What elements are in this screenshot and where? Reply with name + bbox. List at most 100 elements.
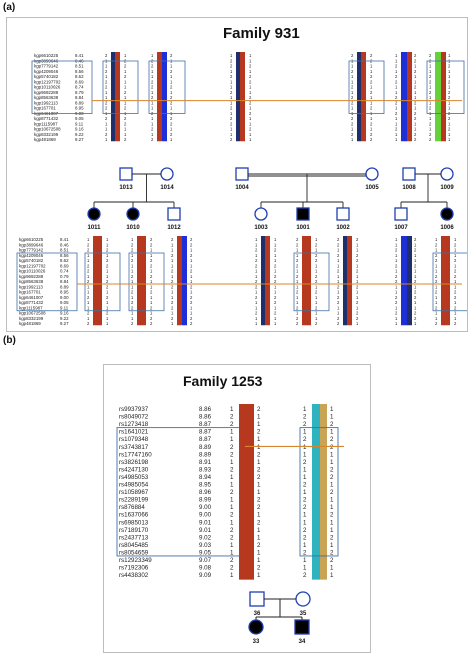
bottom-right-allele: 2: [356, 300, 359, 305]
marker-top-pos: 8.69: [75, 79, 84, 84]
marker-name: rs9937937: [119, 406, 149, 413]
mother-left-allele: 1: [303, 489, 307, 496]
marker-bottom-pos: 8.41: [60, 237, 69, 242]
father-right-allele: 1: [257, 534, 261, 541]
father-right-allele: 1: [257, 444, 261, 451]
bottom-left-allele: 1: [395, 290, 398, 295]
top-right-allele: 1: [170, 64, 173, 69]
top-right-allele: 2: [414, 69, 417, 74]
bottom-right-allele: 2: [106, 248, 109, 253]
marker-bottom-name: kgp1992113: [19, 284, 43, 289]
marker-top-pos: 8.79: [75, 90, 84, 95]
top-right-allele: 2: [170, 100, 173, 105]
top-right-allele: 2: [124, 64, 127, 69]
bottom-right-allele: 2: [356, 269, 359, 274]
top-left-allele: 2: [429, 79, 432, 84]
top-right-allele: 1: [249, 53, 252, 58]
top-left-allele: 2: [429, 90, 432, 95]
bottom-right-allele: 2: [356, 258, 359, 263]
bottom-right-allele: 1: [315, 269, 318, 274]
top-left-allele: 2: [230, 90, 233, 95]
top-left-allele: 1: [351, 74, 354, 79]
marker-top-name: kgp1992113: [34, 100, 58, 105]
bottom-right-allele: 1: [356, 263, 359, 268]
top-left-allele: 2: [351, 69, 354, 74]
top-left-allele: 1: [395, 53, 398, 58]
bottom-right-allele: 2: [274, 248, 277, 253]
marker-top-pos: 8.56: [75, 69, 84, 74]
top-left-allele: 2: [105, 132, 108, 137]
marker-pos: 9.01: [199, 519, 212, 526]
top-right-allele: 2: [448, 64, 451, 69]
top-left-allele: 2: [395, 64, 398, 69]
father-left-allele: 2: [230, 451, 234, 458]
top-right-allele: 1: [170, 106, 173, 111]
marker-top-name: kgp9692288: [34, 90, 59, 95]
father-left-allele: 1: [230, 572, 234, 579]
top-right-allele: 1: [370, 127, 373, 132]
bottom-right-allele: 1: [274, 321, 277, 326]
bottom-right-allele: 2: [454, 295, 457, 300]
bottom-right-allele: 1: [414, 321, 417, 326]
bottom-left-allele: 1: [87, 305, 90, 310]
mother-left-allele: 1: [303, 557, 307, 564]
mother-left-allele: 2: [303, 482, 307, 489]
parent-symbol: [440, 167, 454, 181]
bottom-right-allele: 1: [274, 284, 277, 289]
bottom-left-allele: 1: [435, 311, 438, 316]
father-right-allele: 1: [257, 414, 261, 421]
bottom-right-allele: 1: [274, 258, 277, 263]
bottom-left-allele: 1: [131, 284, 134, 289]
top-left-allele: 1: [230, 100, 233, 105]
bottom-left-allele: 1: [337, 258, 340, 263]
mother-right-allele: 2: [330, 436, 334, 443]
top-left-allele: 2: [351, 53, 354, 58]
father-right-allele: 2: [257, 451, 261, 458]
top-right-allele: 1: [124, 79, 127, 84]
top-right-allele: 1: [249, 106, 252, 111]
bottom-left-allele: 2: [296, 305, 299, 310]
marker-pos: 9.03: [199, 542, 212, 549]
bottom-left-allele: 1: [435, 316, 438, 321]
father-left-allele: 2: [230, 421, 234, 428]
bottom-right-allele: 1: [190, 248, 193, 253]
father-left-allele: 1: [230, 482, 234, 489]
bottom-left-allele: 2: [87, 279, 90, 284]
top-left-allele: 2: [105, 116, 108, 121]
marker-bottom-name: kgp8563638: [19, 279, 44, 284]
top-right-allele: 2: [414, 85, 417, 90]
marker-pos: 9.00: [199, 504, 212, 511]
haplotype-bar: [182, 236, 187, 326]
mother-right-allele: 1: [330, 459, 334, 466]
father-right-allele: 1: [257, 421, 261, 428]
top-right-allele: 2: [124, 106, 127, 111]
top-right-allele: 1: [414, 106, 417, 111]
mother-right-allele: 1: [330, 527, 334, 534]
top-left-allele: 1: [230, 127, 233, 132]
bottom-right-allele: 2: [274, 274, 277, 279]
bottom-left-allele: 1: [171, 321, 174, 326]
bottom-right-allele: 2: [315, 290, 318, 295]
bottom-left-allele: 1: [296, 248, 299, 253]
bottom-left-allele: 1: [255, 242, 258, 247]
marker-name: rs4985054: [119, 482, 149, 489]
bottom-right-allele: 1: [454, 253, 457, 258]
father-left-allele: 2: [230, 489, 234, 496]
top-right-allele: 2: [370, 74, 373, 79]
top-right-allele: 2: [170, 116, 173, 121]
mother-right-allele: 1: [330, 542, 334, 549]
bottom-right-allele: 1: [315, 300, 318, 305]
father-right-allele: 1: [257, 572, 261, 579]
bottom-right-allele: 2: [356, 316, 359, 321]
top-left-allele: 1: [230, 69, 233, 74]
bottom-left-allele: 1: [395, 305, 398, 310]
mother-left-allele: 2: [303, 459, 307, 466]
marker-bottom-name: kgp10110026: [19, 269, 46, 274]
father-left-allele: 1: [230, 542, 234, 549]
bottom-right-allele: 1: [190, 311, 193, 316]
child-symbol: [254, 207, 268, 221]
bottom-right-allele: 2: [454, 305, 457, 310]
father-left-allele: 2: [230, 565, 234, 572]
bottom-left-allele: 1: [131, 311, 134, 316]
top-left-allele: 2: [105, 79, 108, 84]
